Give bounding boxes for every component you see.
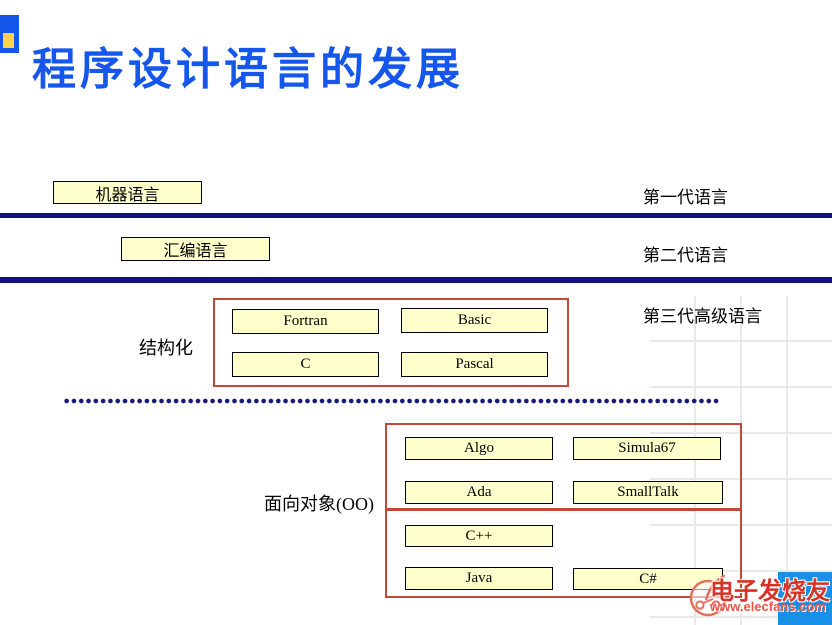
oo-group-box-lower [385, 509, 742, 598]
lang-box-algo: Algo [405, 437, 553, 460]
gen1-label: 第一代语言 [643, 188, 728, 207]
divider-line-2 [0, 277, 832, 283]
lang-box-fortran: Fortran [232, 309, 379, 334]
lang-box-java: Java [405, 567, 553, 590]
watermark-url: www.elecfans.com [710, 599, 826, 614]
watermark-logo-icon [686, 574, 732, 625]
lang-box-pascal: Pascal [401, 352, 548, 377]
lang-box-cpp: C++ [405, 525, 553, 547]
lang-box-smalltalk: SmallTalk [573, 481, 723, 504]
title-bullet-inner [1, 31, 16, 50]
gen2-label: 第二代语言 [643, 246, 728, 265]
page-title: 程序设计语言的发展 [32, 45, 464, 95]
lang-box-c: C [232, 352, 379, 377]
lang-box-csharp: C# [573, 568, 723, 590]
lang-box-ada: Ada [405, 481, 553, 504]
lang-box-basic: Basic [401, 308, 548, 333]
dotted-separator [63, 398, 720, 404]
structured-group-label: 结构化 [139, 338, 193, 358]
structured-group-box [213, 298, 569, 387]
divider-line-1 [0, 213, 832, 218]
watermark-brand: 电子发烧友 [710, 578, 830, 605]
machine-language-box: 机器语言 [53, 181, 202, 204]
watermark-blue-square [778, 572, 832, 625]
oo-group-label: 面向对象(OO) [264, 494, 374, 514]
title-bullet-icon [0, 15, 19, 53]
assembly-language-box: 汇编语言 [121, 237, 270, 261]
gen3-label: 第三代高级语言 [643, 307, 762, 326]
lang-box-simula67: Simula67 [573, 437, 721, 460]
